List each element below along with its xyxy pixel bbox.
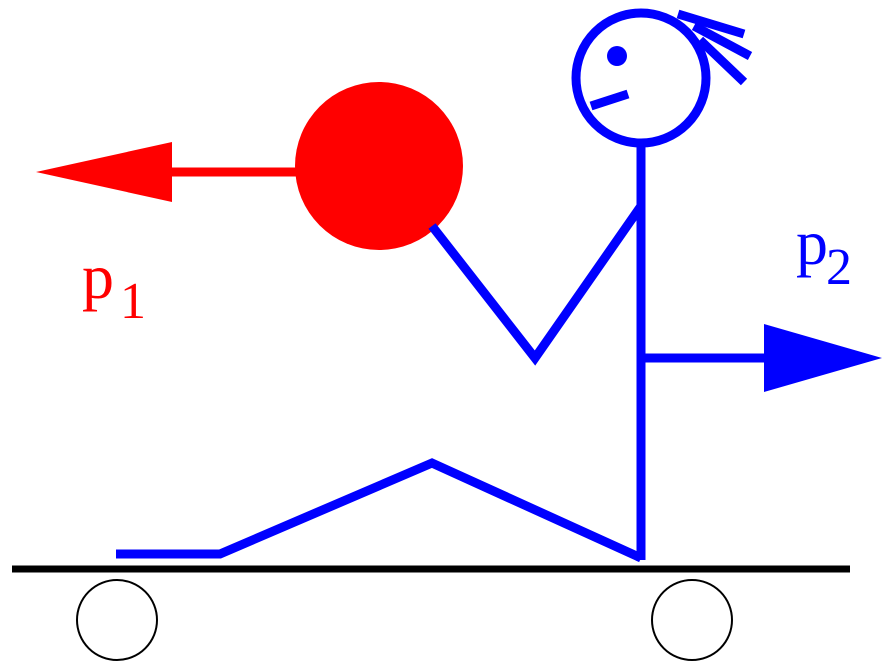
figure-hair-2 bbox=[691, 22, 753, 60]
label-p2: p 2 bbox=[796, 207, 852, 296]
figure-mouth bbox=[589, 89, 630, 111]
stick-figure bbox=[116, 8, 753, 563]
figure-eye bbox=[607, 46, 627, 66]
figure-head bbox=[571, 8, 711, 148]
ball-momentum-arrow bbox=[36, 142, 296, 202]
label-p2-subscript: 2 bbox=[826, 239, 852, 296]
figure-hair-1 bbox=[676, 9, 746, 39]
figure-legs bbox=[116, 458, 643, 563]
label-p1: p 1 bbox=[82, 241, 146, 330]
skateboard-wheel-left bbox=[76, 579, 158, 661]
label-p1-subscript: 1 bbox=[120, 273, 146, 330]
ball bbox=[295, 82, 463, 250]
figure-hair-3 bbox=[696, 36, 748, 86]
figure-arm bbox=[428, 203, 645, 366]
person-momentum-arrow bbox=[645, 324, 882, 392]
skateboard-wheel-right bbox=[651, 579, 733, 661]
person-arrow-head bbox=[764, 324, 882, 392]
ball-arrow-head bbox=[36, 142, 172, 202]
label-p2-letter: p bbox=[796, 207, 828, 278]
label-p1-letter: p bbox=[82, 241, 114, 312]
